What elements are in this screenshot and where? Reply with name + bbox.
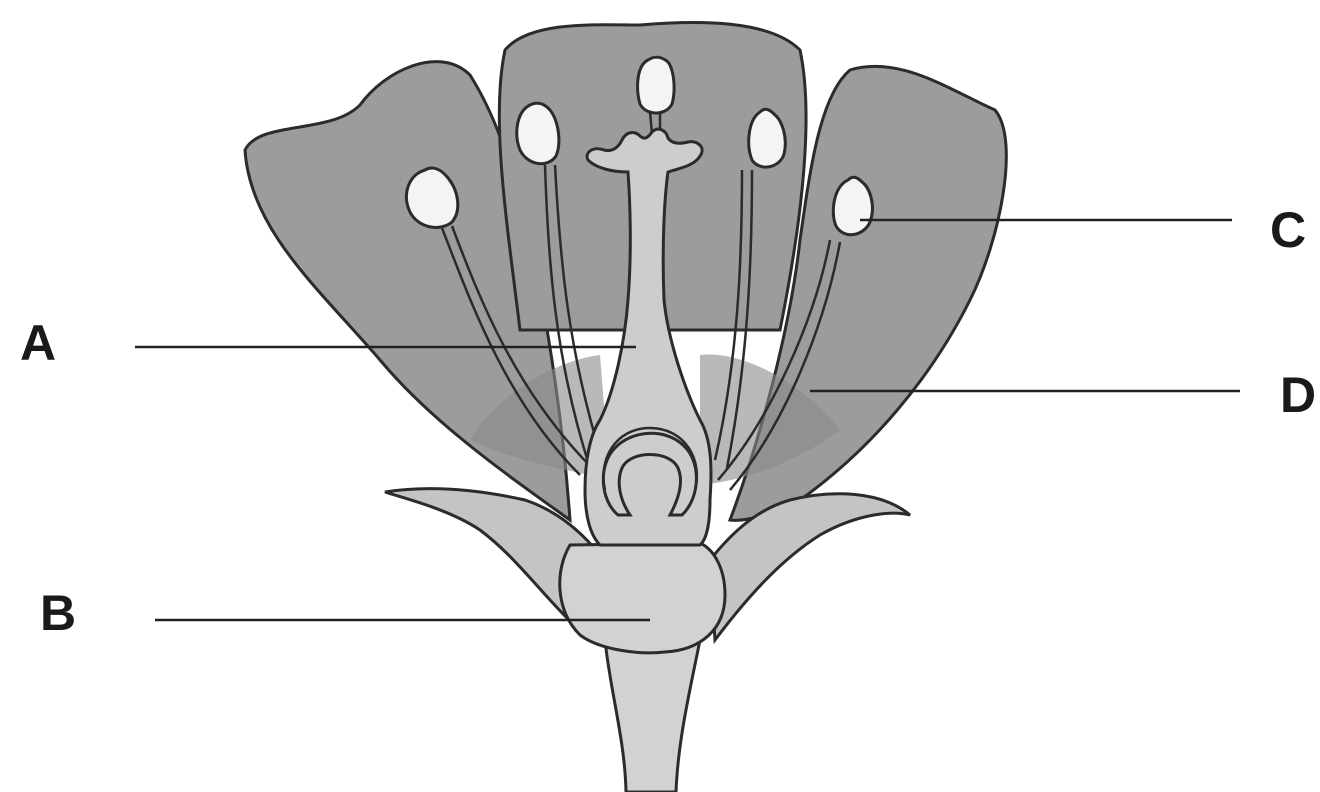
receptacle: [560, 543, 725, 653]
stem: [605, 640, 700, 792]
anther-center: [638, 57, 674, 113]
label-d: D: [1280, 370, 1316, 420]
label-c: C: [1270, 205, 1306, 255]
anther-inner-left: [517, 103, 559, 164]
label-b: B: [40, 588, 76, 638]
anther-far-right: [833, 177, 872, 234]
label-a: A: [20, 318, 56, 368]
